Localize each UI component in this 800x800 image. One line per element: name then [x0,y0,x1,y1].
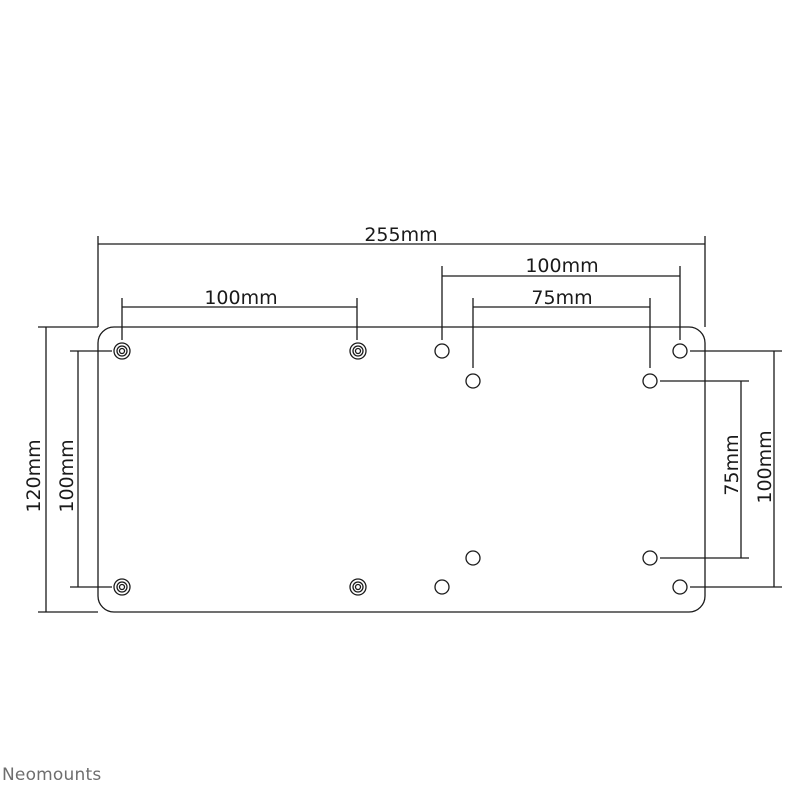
dimension-line-right-vertical-75mm [660,380,749,559]
mounting-plate [97,326,706,613]
dimension-line-left-vertical-100mm [70,350,112,588]
dimension-line-right-vertical-100mm [690,350,782,588]
dimension-line-right-75mm [472,298,651,368]
threaded-hole [349,578,367,596]
brand-logo: Neomounts [2,765,102,785]
label-left-vertical-100mm: 100mm [56,439,78,512]
mounting-hole [465,373,481,389]
mounting-hole [642,550,658,566]
label-right-vertical-75mm: 75mm [721,434,743,495]
dimension-line-right-100mm [441,266,681,340]
label-120mm: 120mm [23,439,45,512]
label-right-vertical-100mm: 100mm [754,430,776,503]
threaded-hole [113,342,131,360]
label-right-75mm: 75mm [531,287,592,309]
mounting-hole [465,550,481,566]
mounting-hole [672,579,688,595]
threaded-hole [113,578,131,596]
dimension-line-left-100mm [121,298,358,340]
mounting-hole [672,343,688,359]
mounting-hole [434,579,450,595]
label-left-100mm: 100mm [204,287,277,309]
label-right-100mm: 100mm [525,255,598,277]
dimension-line-120mm [38,326,98,613]
dimension-line-255mm [97,236,706,327]
label-255mm: 255mm [364,224,437,246]
mounting-hole [642,373,658,389]
threaded-hole [349,342,367,360]
mounting-hole [434,343,450,359]
